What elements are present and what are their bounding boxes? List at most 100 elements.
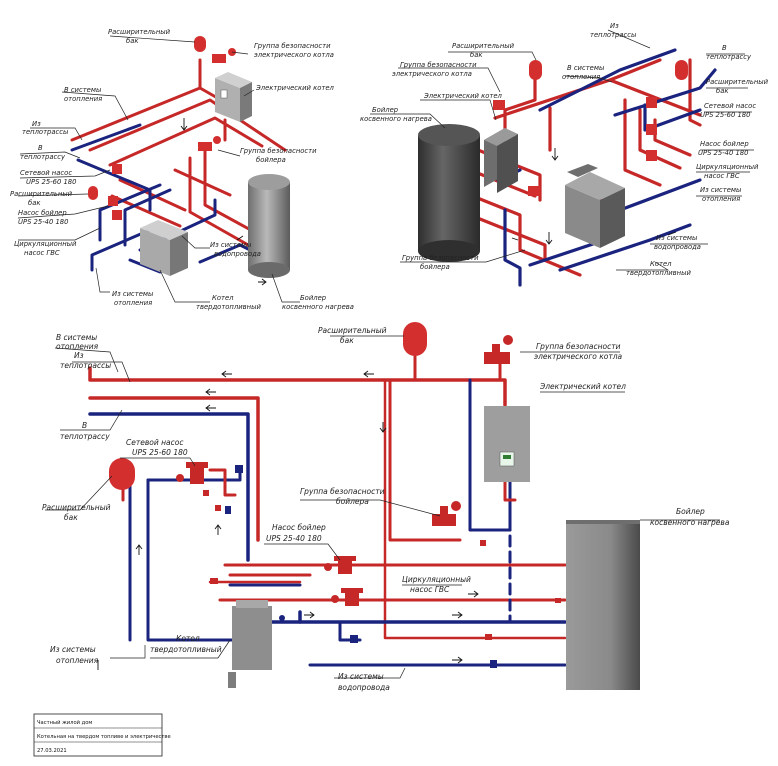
label-flat-expansion-l2: бак	[64, 513, 78, 522]
label-r-electric-boiler: Электрический котел	[423, 92, 503, 100]
label-r-indirect-l2: косвенного нагрева	[360, 115, 432, 123]
label-expansion-tank-2-l2: бак	[28, 199, 41, 207]
label-r-safety-electric-l1: Группа безопасности	[400, 61, 477, 69]
electric-boiler	[484, 406, 530, 482]
label-to-heat-main-l2: теплотрассу	[20, 153, 66, 161]
solid-boiler-iso	[140, 220, 188, 276]
title-block-row-3: 27.03.2021	[37, 748, 67, 754]
dhw-pump-icon	[331, 588, 363, 606]
label-to-heat-main-l1: В	[38, 144, 43, 152]
label-flat-dhw-pump-l1: Циркуляционный	[402, 575, 471, 584]
label-r-from-water-l2: водопровода	[654, 243, 701, 251]
solid-fuel-boiler	[228, 600, 272, 688]
label-flat-expansion-l1: Расширительный	[42, 503, 111, 512]
label-flat-from-heat-main-l1: Из	[74, 351, 84, 360]
indirect-boiler-iso	[248, 174, 290, 278]
label-flat-from-water-l2: водопровода	[338, 683, 390, 692]
label-solid-boiler-l2: твердотопливный	[196, 303, 261, 311]
expansion-tank-main-icon	[403, 322, 427, 356]
label-from-heat-main-l1: Из	[32, 120, 41, 128]
label-flat-from-heating-l2: отопления	[56, 656, 99, 665]
boiler-pump-icon	[324, 556, 356, 574]
label-flat-network-pump-l1: Сетевой насос	[126, 438, 184, 447]
network-pump-icon	[176, 462, 208, 484]
expansion-tank-icon	[675, 60, 688, 80]
expansion-tank-icon	[88, 186, 98, 200]
label-indirect-boiler-l2: косвенного нагрева	[282, 303, 354, 311]
label-r-from-heat-main-l2: теплотрассы	[590, 31, 637, 39]
label-flat-solid-l1: Котел	[176, 634, 200, 643]
iso-view-left: Расширительный бак Группа безопасности э…	[10, 28, 354, 311]
label-network-pump-l2: UPS 25-60 180	[26, 178, 76, 186]
solid-boiler-iso-right	[565, 164, 625, 248]
label-flat-expansion-main-l2: бак	[340, 336, 354, 345]
label-flat-to-heat-main-l1: В	[82, 421, 87, 430]
label-flat-indirect-l2: косвенного нагрева	[650, 518, 730, 527]
label-r-expansion2-l1: Расширительный	[706, 78, 769, 86]
label-r-from-heating-l2: отопления	[702, 195, 740, 203]
safety-group-boiler-icon	[432, 501, 461, 526]
expansion-tank-icon	[194, 36, 206, 52]
label-r-network-pump-l2: UPS 25-60 180	[700, 111, 750, 119]
label-r-dhw-pump-l2: насос ГВС	[704, 172, 740, 180]
label-flat-solid-l2: твердотопливный	[150, 645, 222, 654]
label-safety-electric-l1: Группа безопасности	[254, 42, 331, 50]
label-from-heating-l2: отопления	[114, 299, 152, 307]
label-flat-from-heat-main-l2: теплотрассы	[60, 361, 111, 370]
label-network-pump-l1: Сетевой насос	[20, 169, 72, 177]
label-r-dhw-pump-l1: Циркуляционный	[696, 163, 759, 171]
label-flat-indirect-l1: Бойлер	[676, 507, 705, 516]
label-safety-electric-l2: электрического котла	[254, 51, 334, 59]
expansion-tank-left-icon	[109, 458, 135, 490]
label-flat-dhw-pump-l2: насос ГВС	[410, 585, 450, 594]
label-r-solid-l2: твердотопливный	[626, 269, 691, 277]
label-flat-from-heating-l1: Из системы	[50, 645, 96, 654]
expansion-tank-icon	[529, 60, 542, 80]
label-to-heating-l2: отопления	[64, 95, 102, 103]
label-r-boiler-pump-l1: Насос бойлер	[700, 140, 749, 148]
label-flat-electric-boiler: Электрический котел	[539, 382, 626, 391]
title-block-row-2: Котельная на твердом топливе и электриче…	[37, 734, 171, 740]
label-flat-network-pump-l2: UPS 25-60 180	[132, 448, 188, 457]
safety-group-electric-icon	[484, 335, 513, 364]
label-to-heating-l1: В системы	[64, 86, 102, 94]
flat-schematic: В системы отопления Из теплотрассы В теп…	[42, 322, 730, 692]
label-r-solid-l1: Котел	[650, 260, 672, 268]
label-r-expansion2-l2: бак	[716, 87, 729, 95]
label-r-from-heating-l1: Из системы	[700, 186, 742, 194]
label-r-to-heat-main-l1: В	[722, 44, 727, 52]
label-dhw-pump-l1: Циркуляционный	[14, 240, 77, 248]
label-r-from-heat-main-l1: Из	[610, 22, 619, 30]
label-expansion-tank-2-l1: Расширительный	[10, 190, 73, 198]
label-electric-boiler: Электрический котел	[255, 84, 335, 92]
label-boiler-pump-l1: Насос бойлер	[18, 209, 67, 217]
iso-view-right: Расширительный бак Группа безопасности э…	[360, 22, 769, 287]
electric-boiler-iso	[215, 72, 252, 122]
label-expansion-tank-l2: бак	[126, 37, 139, 45]
label-r-indirect-l1: Бойлер	[372, 106, 398, 114]
label-from-heat-main-l2: теплотрассы	[22, 128, 69, 136]
label-r-to-heat-main-l2: теплотрассу	[706, 53, 752, 61]
label-expansion-tank-l1: Расширительный	[108, 28, 171, 36]
label-flat-to-heat-main-l2: теплотрассу	[60, 432, 110, 441]
label-from-water-l2: водопровода	[214, 250, 261, 258]
label-flat-expansion-main-l1: Расширительный	[318, 326, 387, 335]
label-safety-boiler-l2: бойлера	[256, 156, 286, 164]
label-r-boiler-pump-l2: UPS 25-40 180	[698, 149, 748, 157]
label-solid-boiler-l1: Котел	[212, 294, 234, 302]
label-r-expansion-l2: бак	[470, 51, 483, 59]
label-indirect-boiler-l1: Бойлер	[300, 294, 326, 302]
label-flat-boiler-pump-l2: UPS 25-40 180	[266, 534, 322, 543]
pump-icon	[493, 97, 657, 196]
indirect-boiler-iso-right	[418, 124, 480, 262]
label-flat-safety-boiler-l2: бойлера	[336, 497, 369, 506]
label-flat-safety-electric-l2: электрического котла	[534, 352, 623, 361]
label-dhw-pump-l2: насос ГВС	[24, 249, 60, 257]
label-flat-to-heating-l1: В системы	[56, 333, 97, 342]
label-r-from-water-l1: Из системы	[656, 234, 698, 242]
pump-icon	[108, 164, 122, 220]
title-block: Частный жилой дом Котельная на твердом т…	[33, 713, 171, 757]
label-r-safety-boiler-l1: Группа безопасности	[402, 254, 479, 262]
label-r-network-pump-l1: Сетевой насос	[704, 102, 756, 110]
